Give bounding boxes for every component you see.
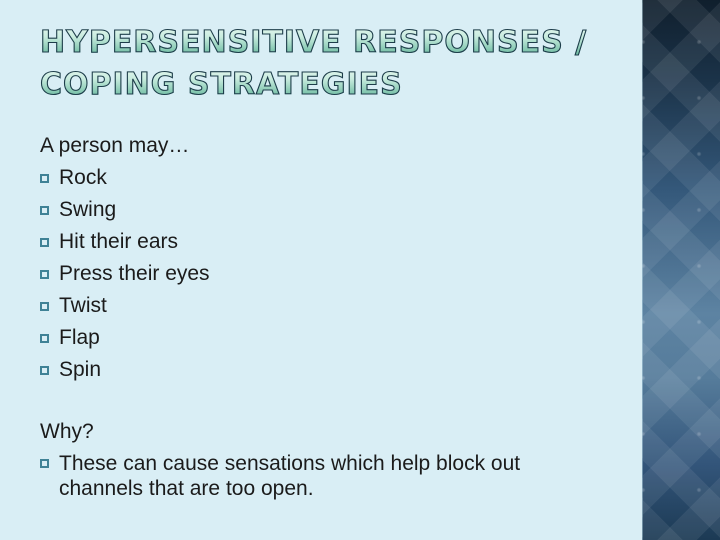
square-bullet-icon	[40, 459, 49, 468]
list-item-label: Hit their ears	[59, 230, 179, 253]
list-item-label: Press their eyes	[59, 262, 210, 285]
slide-title: HYPERSENSITIVE RESPONSES / COPING STRATE…	[39, 22, 587, 106]
list-item: These can cause sensations which help bl…	[40, 451, 615, 501]
square-bullet-icon	[40, 333, 49, 343]
square-bullet-icon	[40, 301, 49, 311]
list-item: Twist	[40, 290, 600, 322]
square-bullet-icon	[40, 173, 49, 183]
slide-title-line-2: COPING STRATEGIES	[39, 64, 403, 106]
list-item-label: Twist	[59, 294, 107, 317]
slide-title-line-1: HYPERSENSITIVE RESPONSES /	[39, 22, 587, 64]
list-item-label: Flap	[59, 326, 100, 349]
square-bullet-icon	[40, 237, 49, 247]
list-item: Spin	[40, 354, 600, 386]
list-item: Press their eyes	[40, 258, 600, 290]
list-item: Swing	[40, 194, 600, 226]
square-bullet-icon	[40, 269, 49, 279]
list-item: Flap	[40, 322, 600, 354]
behavior-list: Rock Swing Hit their ears Press their ey…	[40, 162, 600, 386]
square-bullet-icon	[40, 365, 49, 375]
list-item-label: Swing	[59, 198, 117, 221]
square-bullet-icon	[40, 205, 49, 215]
list-item: Hit their ears	[40, 226, 600, 258]
list-item-label: Spin	[59, 358, 102, 381]
intro-text: A person may…	[40, 134, 190, 157]
diamond-pattern-strip	[642, 0, 720, 540]
why-heading: Why?	[40, 420, 94, 443]
why-section: Why? These can cause sensations which he…	[40, 417, 615, 501]
list-item: Rock	[40, 162, 600, 194]
behavior-section: A person may… Rock Swing Hit their ears …	[40, 130, 600, 386]
list-item-label: Rock	[59, 166, 107, 189]
why-explanation: These can cause sensations which help bl…	[59, 452, 521, 500]
